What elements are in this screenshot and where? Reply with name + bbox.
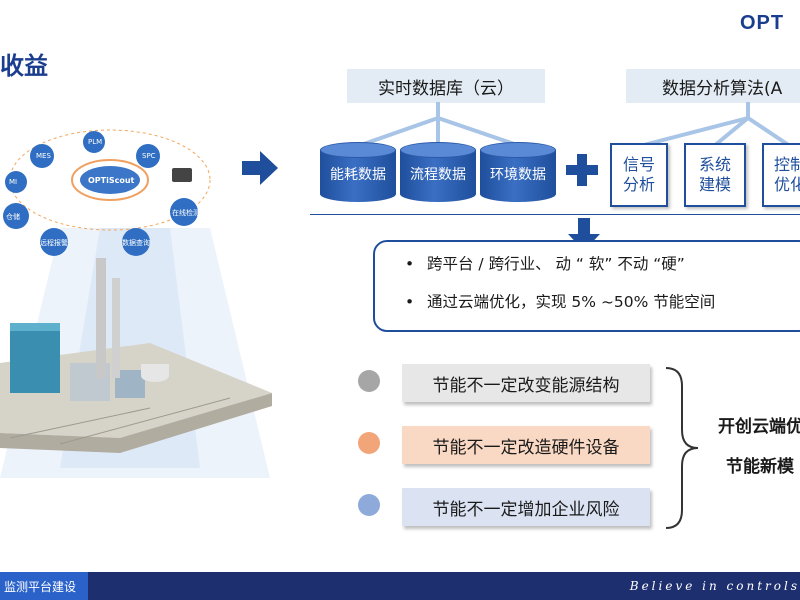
node-label: 数据查询 <box>122 239 150 247</box>
db-label: 环境数据 <box>490 167 546 183</box>
footer-section-title: 监测平台建设 <box>0 572 88 600</box>
blue-dot <box>358 494 380 516</box>
node-label: 在线检测 <box>172 209 200 217</box>
db-label: 流程数据 <box>410 167 466 183</box>
realtime-db-label: 实时数据库（云） <box>347 69 545 103</box>
node-label: MES <box>36 152 51 160</box>
conclusion-line: 开创云端优 <box>718 417 800 437</box>
node-label: 远程报警 <box>40 239 68 247</box>
db-cylinder-environment: 环境数据 <box>480 142 556 206</box>
arrow-down-icon <box>568 218 600 251</box>
gray-dot <box>358 370 380 392</box>
point-item: 节能不一定改造硬件设备 <box>402 426 650 464</box>
point-item: 节能不一定增加企业风险 <box>402 488 650 526</box>
analysis-algo-label: 数据分析算法(A <box>626 69 800 103</box>
node-label: 仓储 <box>6 213 20 221</box>
divider-line <box>310 214 800 215</box>
node-label: SPC <box>142 152 156 160</box>
arrow-right-icon <box>242 151 278 185</box>
bullet-item: •跨平台 / 跨行业、 动 “ 软” 不动 “硬” <box>405 255 685 273</box>
db-cylinder-energy: 能耗数据 <box>320 142 396 206</box>
algo-control-optimization: 控制优化 <box>762 143 800 207</box>
hub-label: OPTiScout <box>88 176 135 185</box>
algo-line: 系统 <box>698 155 731 174</box>
page-title: 收益 <box>0 52 48 80</box>
bullet-item: •通过云端优化，实现 5% ~50% 节能空间 <box>405 293 716 311</box>
highlights-box: •跨平台 / 跨行业、 动 “ 软” 不动 “硬” •通过云端优化，实现 5% … <box>373 240 800 332</box>
algo-line: 控制 <box>774 155 800 174</box>
footer-slogan: Believe in controls <box>629 579 800 593</box>
factory-cloud-graphic <box>0 129 272 478</box>
algo-line: 分析 <box>622 175 655 194</box>
point-item: 节能不一定改变能源结构 <box>402 364 650 402</box>
conclusion-line: 节能新模 <box>726 457 794 477</box>
algo-system-modeling: 系统建模 <box>684 143 746 207</box>
node-label: PLM <box>88 138 103 146</box>
node-label: MI <box>9 178 18 186</box>
footer-bar: 监测平台建设 Believe in controls <box>0 572 800 600</box>
algo-line: 优化 <box>774 175 800 194</box>
db-cylinder-process: 流程数据 <box>400 142 476 206</box>
right-brace <box>665 367 699 529</box>
algo-line: 信号 <box>622 155 655 174</box>
factory-cloud-illustration: MES PLM SPC MI 仓储 OPTiScout 在线检测 远程报警 数据… <box>0 108 280 578</box>
algo-line: 建模 <box>698 175 731 194</box>
db-label: 能耗数据 <box>330 167 386 183</box>
company-logo: OPT <box>740 12 785 34</box>
orange-dot <box>358 432 380 454</box>
algo-signal-analysis: 信号分析 <box>610 143 668 207</box>
plus-icon <box>566 154 598 186</box>
